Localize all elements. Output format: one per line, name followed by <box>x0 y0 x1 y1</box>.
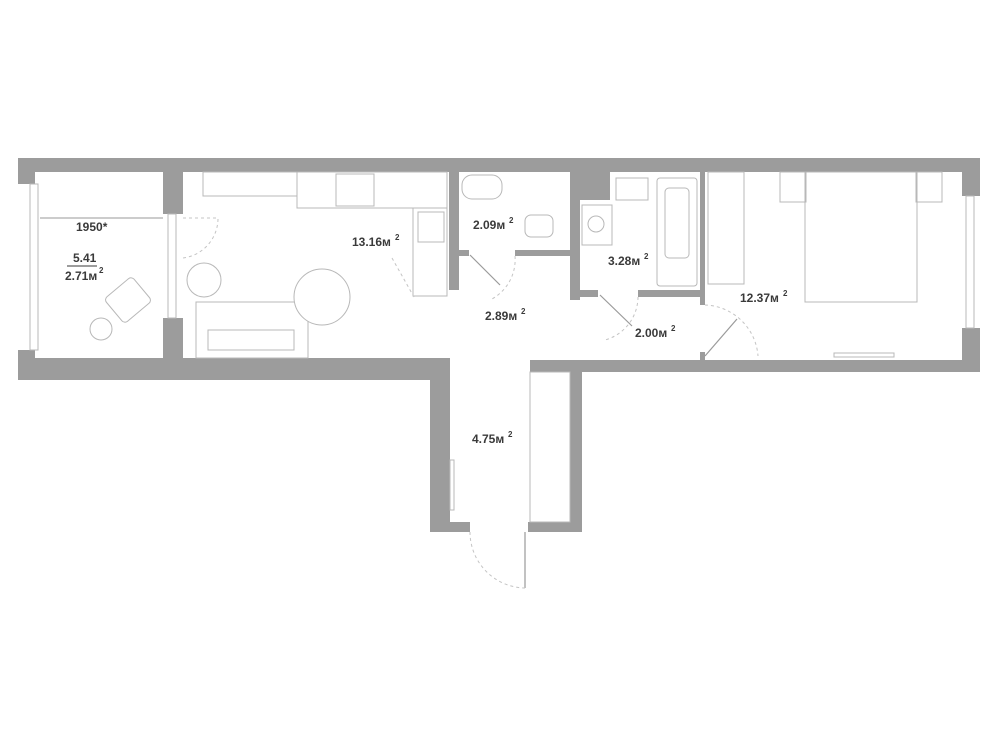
room-area-bathroom: 3.28м <box>608 254 640 268</box>
area-sup: 2 <box>521 307 526 316</box>
balcony-area-sup: 2 <box>99 266 104 275</box>
room-area-bedroom: 12.37м <box>740 291 779 305</box>
furniture <box>89 171 943 523</box>
area-sup: 2 <box>508 430 513 439</box>
room-area-living: 13.16м <box>352 235 391 249</box>
room-area-corridor: 2.00м <box>635 326 667 340</box>
windows <box>29 183 975 511</box>
room-area-wc: 2.09м <box>473 218 505 232</box>
balcony-area: 2.71м <box>65 269 97 283</box>
area-sup: 2 <box>509 216 514 225</box>
area-sup: 2 <box>783 289 788 298</box>
balcony-dimension-label: 1950* <box>76 220 108 234</box>
balcony-total-area: 5.41 <box>73 251 97 265</box>
area-sup: 2 <box>644 252 649 261</box>
doors <box>182 217 759 589</box>
room-area-entrance: 4.75м <box>472 432 504 446</box>
room-area-hall: 2.89м <box>485 309 517 323</box>
area-sup: 2 <box>395 233 400 242</box>
walls <box>18 158 980 532</box>
area-sup: 2 <box>671 324 676 333</box>
